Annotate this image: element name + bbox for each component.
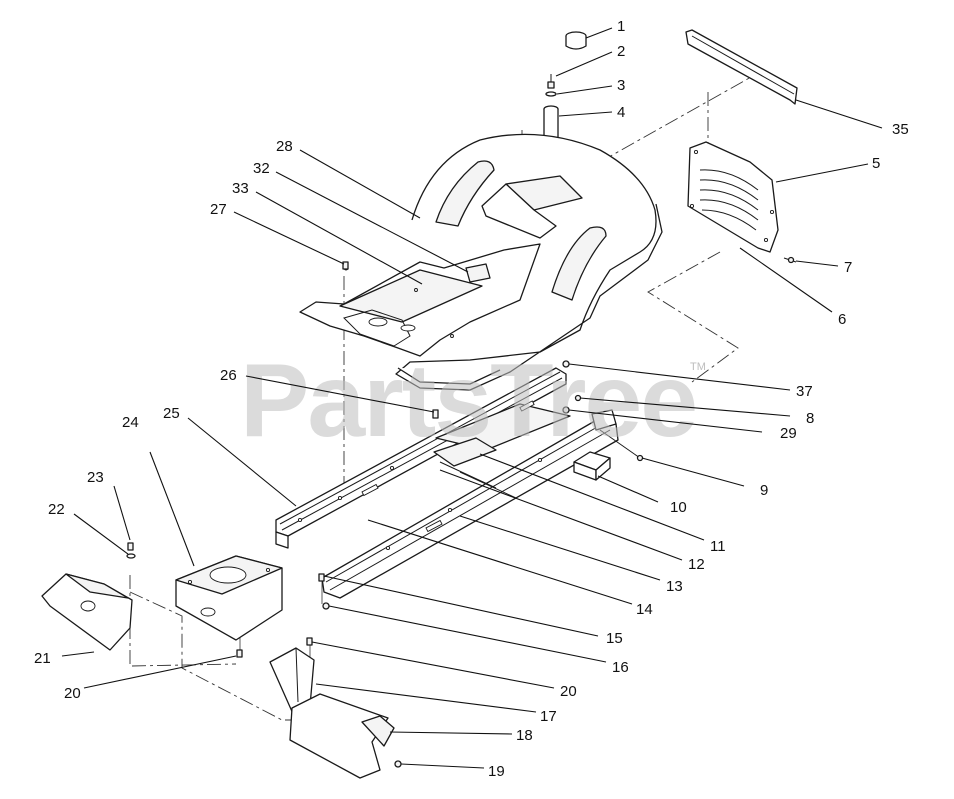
callout-28: 28: [276, 138, 293, 155]
callout-13: 13: [666, 578, 683, 595]
callout-11: 11: [710, 538, 726, 555]
callout-14: 14: [636, 601, 653, 618]
part-20-bolt-right: [306, 637, 313, 646]
part-2-screw: [547, 74, 555, 89]
callout-18: 18: [516, 727, 533, 744]
callout-15: 15: [606, 630, 623, 647]
part-35-bar: [685, 29, 798, 105]
callout-24: 24: [122, 414, 139, 431]
callout-33: 33: [232, 180, 249, 197]
body-assembly: [299, 133, 663, 391]
part-26-bolt: [432, 409, 439, 419]
callout-27: 27: [210, 201, 227, 218]
callout-35: 35: [892, 121, 909, 138]
part-7-screw: [783, 256, 797, 264]
part-1-knob: [565, 31, 587, 50]
part-22-23-hardware: [126, 542, 136, 559]
callout-29: 29: [780, 425, 797, 442]
part-19-screw: [394, 760, 402, 768]
callout-32: 32: [253, 160, 270, 177]
part-20-bolt-left: [236, 649, 243, 658]
part-21-bracket: [41, 573, 133, 651]
callout-26: 26: [220, 367, 237, 384]
svg-text:TM: TM: [690, 361, 706, 373]
callout-19: 19: [488, 763, 505, 780]
part-10-bracket: [573, 451, 611, 481]
part-3-washer: [545, 91, 557, 97]
svg-text:PartsTree: PartsTree: [240, 343, 696, 459]
callout-20-left: 20: [64, 685, 81, 702]
callout-6: 6: [838, 311, 846, 328]
callout-37: 37: [796, 383, 813, 400]
callout-7: 7: [844, 259, 852, 276]
callout-1: 1: [617, 18, 625, 35]
callout-21: 21: [34, 650, 51, 667]
part-27-bolt: [342, 261, 349, 270]
callout-2: 2: [617, 43, 625, 60]
part-24-plate: [175, 555, 283, 641]
part-17-shield: [269, 647, 315, 717]
callout-12: 12: [688, 556, 705, 573]
callout-17: 17: [540, 708, 557, 725]
leader-lines: [61, 27, 883, 769]
callout-25: 25: [163, 405, 180, 422]
callout-5: 5: [872, 155, 880, 172]
callout-20-right: 20: [560, 683, 577, 700]
callout-22: 22: [48, 501, 65, 518]
callout-23: 23: [87, 469, 104, 486]
callout-16: 16: [612, 659, 629, 676]
part-16-nut: [322, 602, 330, 610]
callout-labels: 1 2 3 4 35 5 7 6 28 32 33 27 26 25 37 8 …: [34, 18, 909, 780]
frame-rails: [275, 367, 619, 599]
callout-4: 4: [617, 104, 625, 121]
callout-9: 9: [760, 482, 768, 499]
part-18-shield: [289, 693, 395, 779]
callout-3: 3: [617, 77, 625, 94]
part-5-side-panel: [687, 141, 779, 253]
callout-8: 8: [806, 410, 814, 427]
part-32-plate: [465, 263, 491, 283]
watermark: PartsTree TM: [240, 343, 706, 459]
part-15-bolt: [318, 573, 325, 582]
callout-10: 10: [670, 499, 687, 516]
